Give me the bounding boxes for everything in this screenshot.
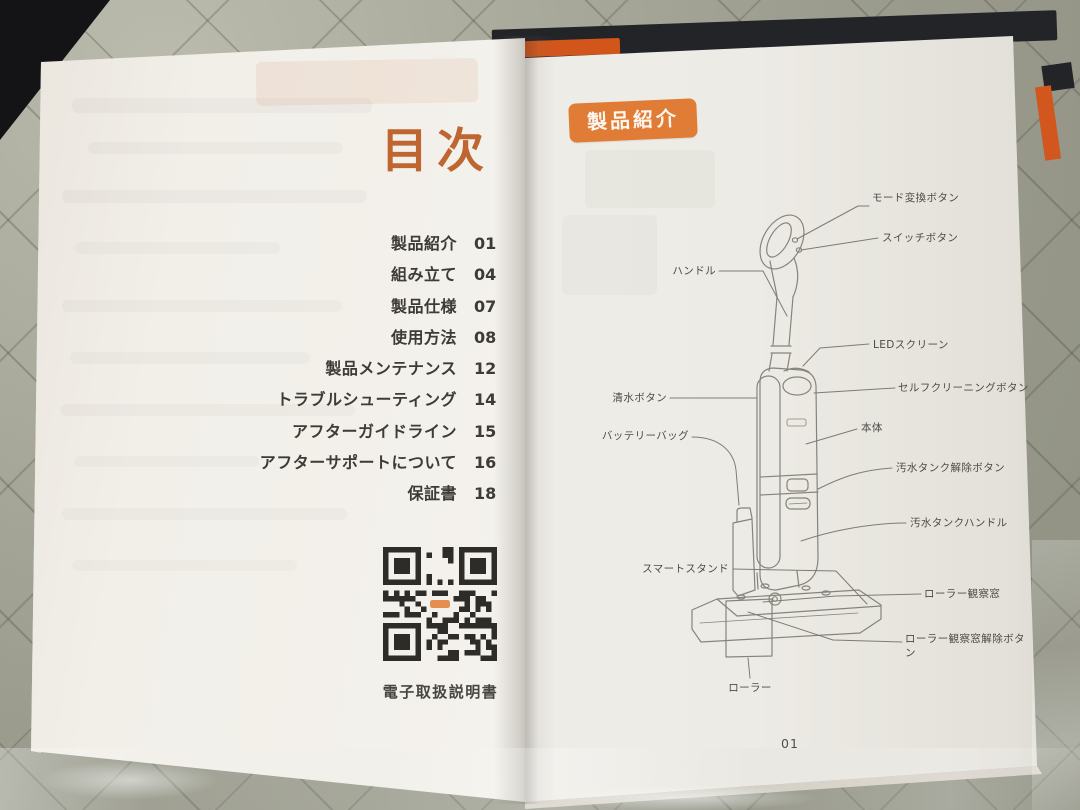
toc-item-page: 18 xyxy=(474,484,497,504)
label-mode-change-button: モード変換ボタン xyxy=(872,192,960,204)
toc-item-page: 16 xyxy=(474,453,497,473)
toc-item-label: 使用方法 xyxy=(390,327,457,347)
showthrough-text xyxy=(72,98,372,113)
toc-item-page: 04 xyxy=(474,265,497,285)
plastic-wrap-corner xyxy=(1032,540,1080,810)
toc-item: 保証書 18 xyxy=(200,480,498,511)
toc-list: 製品紹介 01 組み立て 04 製品仕様 07 使用方法 08 製品メンテナンス 12 ト… xyxy=(200,230,498,512)
toc-item-label: 製品紹介 xyxy=(390,234,457,253)
toc-item: アフターサポートについて 16 xyxy=(200,449,498,480)
page-number: 01 xyxy=(781,736,799,751)
showthrough-text xyxy=(72,560,297,571)
toc-title: 目次 xyxy=(381,124,493,179)
label-roller: ローラー xyxy=(728,682,772,694)
showthrough-text xyxy=(75,242,280,254)
showthrough-text xyxy=(62,300,342,312)
label-smart-stand: スマートスタンド xyxy=(642,563,729,575)
label-roller-window: ローラー観察窓 xyxy=(924,588,1001,600)
label-dirty-tank-handle: 汚水タンクハンドル xyxy=(910,517,1008,529)
showthrough-text xyxy=(74,456,259,467)
showthrough-text xyxy=(60,404,355,416)
showthrough-text xyxy=(88,142,343,154)
toc-item-label: 製品仕様 xyxy=(390,296,457,316)
label-body: 本体 xyxy=(861,422,883,434)
section-badge: 製品紹介 xyxy=(568,98,698,143)
toc-item-label: トラブルシューティング xyxy=(276,390,457,410)
toc-item: 製品紹介 01 xyxy=(200,230,498,261)
toc-item-page: 12 xyxy=(474,359,497,379)
toc-item-page: 14 xyxy=(474,390,497,410)
qr-code xyxy=(383,547,497,661)
toc-item-label: アフターガイドライン xyxy=(291,421,457,441)
label-switch-button: スイッチボタン xyxy=(882,232,959,244)
toc-item-label: 製品メンテナンス xyxy=(325,359,457,379)
toc-item: 製品仕様 07 xyxy=(200,293,498,324)
toc-item: アフターガイドライン 15 xyxy=(200,418,498,449)
showthrough-text xyxy=(70,352,310,364)
toc-item: 組み立て 04 xyxy=(200,261,498,292)
toc-item-label: 保証書 xyxy=(407,484,457,504)
label-battery-bag: バッテリーバッグ xyxy=(601,430,689,442)
plastic-glint xyxy=(560,785,820,810)
label-handle: ハンドル xyxy=(672,265,716,277)
label-roller-window-release-button: ローラー観察窓解除ボタン xyxy=(905,633,1025,660)
label-clean-water-button: 清水ボタン xyxy=(612,392,667,404)
label-self-cleaning-button: セルフクリーニングボタン xyxy=(898,382,1029,394)
toc-item: トラブルシューティング 14 xyxy=(200,386,498,417)
showthrough-diagram xyxy=(562,215,657,295)
toc-item-label: 組み立て xyxy=(390,265,457,285)
toc-item-page: 15 xyxy=(474,421,497,441)
toc-item: 製品メンテナンス 12 xyxy=(200,355,498,386)
toc-item-page: 01 xyxy=(474,234,497,253)
qr-caption: 電子取扱説明書 xyxy=(382,683,499,701)
toc-item-page: 08 xyxy=(474,327,497,347)
label-led-screen: LEDスクリーン xyxy=(873,339,949,351)
toc-item-page: 07 xyxy=(474,296,497,316)
spine-shadow xyxy=(494,36,556,804)
toc-item-label: アフターサポートについて xyxy=(259,453,457,473)
showthrough-text xyxy=(62,190,367,203)
showthrough-text xyxy=(62,508,347,520)
plastic-glint xyxy=(40,760,220,800)
showthrough-diagram xyxy=(585,150,715,208)
label-dirty-tank-release-button: 汚水タンク解除ボタン xyxy=(896,462,1005,474)
toc-item: 使用方法 08 xyxy=(200,324,498,355)
